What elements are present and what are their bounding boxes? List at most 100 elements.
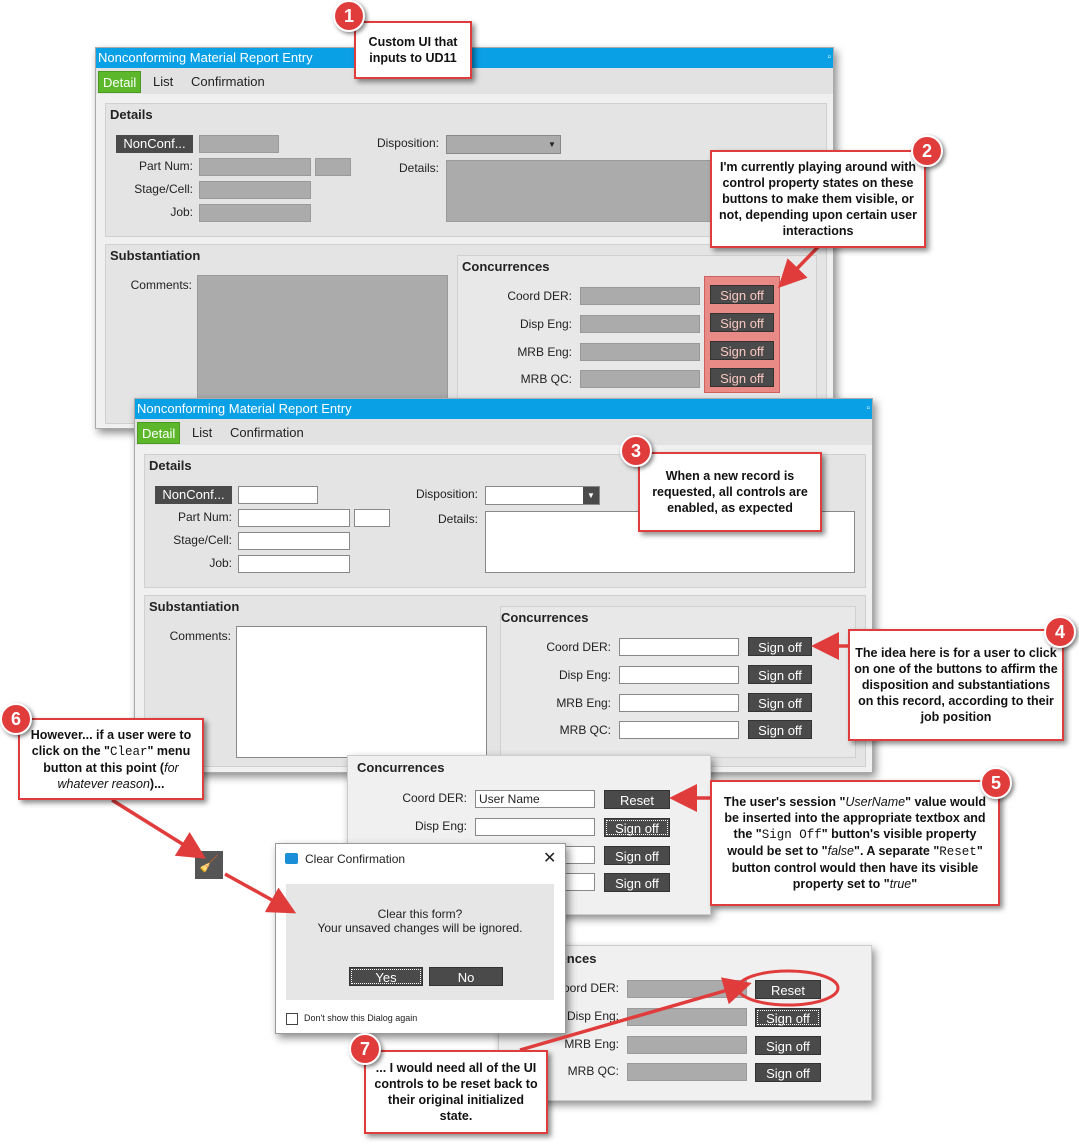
dialog-message-line2: Your unsaved changes will be ignored. (317, 921, 523, 935)
callout-5-part: UserName (845, 795, 906, 809)
title-text: Nonconforming Material Report Entry (137, 401, 352, 416)
substantiation-label: Substantiation (110, 248, 201, 263)
sign-off-button[interactable]: Sign off (748, 665, 812, 684)
comments-textarea[interactable] (197, 275, 448, 421)
pin-icon[interactable]: ▫ (866, 403, 870, 414)
stage-field[interactable] (238, 532, 350, 550)
job-field[interactable] (199, 204, 311, 222)
mrb-eng-field[interactable] (627, 1036, 747, 1054)
callout-6-part: However... if a user were to click on th… (30, 727, 192, 758)
callout-5-part: ". A separate " (854, 844, 940, 858)
sign-off-button[interactable]: Sign off (755, 1008, 821, 1027)
highlight-ellipse (736, 969, 840, 1007)
callout-6: However... if a user were to click on th… (18, 718, 204, 800)
callout-5-part: " button's visible property would be set… (727, 827, 977, 858)
stage-field[interactable] (199, 181, 311, 199)
tab-confirmation[interactable]: Confirmation (191, 74, 265, 89)
sign-off-button[interactable]: Sign off (755, 1036, 821, 1055)
mrb-qc-label: MRB QC: (520, 372, 572, 386)
yes-button[interactable]: Yes (349, 967, 423, 986)
part-rev-field[interactable] (315, 158, 351, 176)
part-num-field[interactable] (199, 158, 311, 176)
dropdown-arrow-icon: ▼ (583, 487, 599, 504)
sign-off-button[interactable]: Sign off (748, 693, 812, 712)
disposition-dropdown[interactable]: ▼ (446, 135, 561, 154)
concurrences-group: Concurrences Coord DER: Disp Eng: MRB En… (457, 255, 817, 421)
callout-5-part: The user's session " (723, 795, 846, 809)
sign-off-button[interactable]: Sign off (748, 720, 812, 739)
sign-off-button[interactable]: Sign off (604, 873, 670, 892)
job-field[interactable] (238, 555, 350, 573)
callout-6-part: )... (149, 776, 165, 791)
window-disabled-state: Nonconforming Material Report Entry ▫ Det… (95, 47, 834, 429)
sign-off-button[interactable]: Sign off (710, 341, 774, 360)
coord-der-field[interactable] (627, 980, 747, 998)
callout-4-text: The idea here is for a user to click on … (854, 646, 1058, 724)
dialog-body: Clear this form? Your unsaved changes wi… (286, 884, 554, 1000)
tab-detail[interactable]: Detail (137, 422, 181, 444)
close-icon[interactable]: ✕ (543, 850, 557, 867)
details-group: Details NonConf... Part Num: Stage/Cell:… (105, 103, 827, 237)
sign-off-button[interactable]: Sign off (710, 313, 774, 332)
no-button[interactable]: No (429, 967, 503, 986)
pin-icon[interactable]: ▫ (827, 52, 831, 63)
sign-off-button[interactable]: Sign off (710, 285, 774, 304)
disp-eng-label: Disp Eng: (558, 668, 611, 682)
details-label: Details: (398, 161, 439, 175)
callout-7-text: ... I would need all of the UI controls … (374, 1061, 538, 1123)
comments-label: Comments: (130, 278, 192, 292)
callout-6-text: However... if a user were to click on th… (24, 727, 198, 792)
coord-der-label: Coord DER: (402, 791, 467, 805)
disp-eng-field[interactable] (580, 315, 700, 333)
part-num-field[interactable] (238, 509, 350, 527)
callout-5-text: The user's session "UserName" value woul… (716, 794, 994, 892)
part-rev-field[interactable] (354, 509, 390, 527)
dont-show-checkbox[interactable] (286, 1013, 298, 1025)
sign-off-button[interactable]: Sign off (604, 818, 670, 837)
mrb-eng-label: MRB Eng: (556, 696, 611, 710)
tab-confirmation[interactable]: Confirmation (230, 425, 304, 440)
nonconf-button[interactable]: NonConf... (155, 486, 232, 504)
nonconf-field[interactable] (238, 486, 318, 504)
sign-off-button[interactable]: Sign off (710, 368, 774, 387)
callout-5-part: false (827, 844, 855, 858)
reset-button[interactable]: Reset (604, 790, 670, 809)
dialog-message-line1: Clear this form? (377, 907, 463, 921)
tab-detail[interactable]: Detail (98, 71, 142, 93)
callout-5-part: " (911, 877, 918, 891)
mrb-eng-label: MRB Eng: (564, 1037, 619, 1051)
broom-icon[interactable]: 🧹 (195, 851, 223, 879)
callout-1-number: 1 (333, 0, 365, 32)
callout-7: ... I would need all of the UI controls … (364, 1050, 548, 1134)
tab-list[interactable]: List (153, 74, 174, 89)
disp-eng-field[interactable] (619, 666, 739, 684)
sign-off-button[interactable]: Sign off (604, 846, 670, 865)
mrb-eng-field[interactable] (580, 343, 700, 361)
mrb-qc-label: MRB QC: (559, 723, 611, 737)
details-textarea[interactable] (446, 160, 716, 222)
comments-textarea[interactable] (236, 626, 487, 758)
coord-der-field[interactable] (619, 638, 739, 656)
disposition-dropdown[interactable]: ▼ (485, 486, 600, 505)
nonconf-field[interactable] (199, 135, 279, 153)
coord-der-field[interactable] (580, 287, 700, 305)
window-title: Nonconforming Material Report Entry ▫ (135, 399, 872, 419)
concurrences-label: Concurrences (501, 610, 589, 625)
disp-eng-field[interactable] (627, 1008, 747, 1026)
mrb-qc-field[interactable] (627, 1063, 747, 1081)
sign-off-button[interactable]: Sign off (748, 637, 812, 656)
disp-eng-field[interactable] (475, 818, 595, 836)
nonconf-button[interactable]: NonConf... (116, 135, 193, 153)
tab-list[interactable]: List (192, 425, 213, 440)
mrb-qc-field[interactable] (619, 721, 739, 739)
mrb-eng-field[interactable] (619, 694, 739, 712)
dont-show-label: Don't show this Dialog again (304, 1013, 418, 1023)
details-group-label: Details (149, 458, 192, 473)
reset-button[interactable]: Reset (755, 980, 821, 999)
sign-off-button[interactable]: Sign off (755, 1063, 821, 1082)
mrb-qc-field[interactable] (580, 370, 700, 388)
coord-der-field[interactable]: User Name (475, 790, 595, 808)
clear-confirmation-dialog: Clear Confirmation ✕ Clear this form? Yo… (275, 843, 566, 1034)
callout-6-number: 6 (0, 703, 32, 735)
dropdown-arrow-icon: ▼ (548, 140, 556, 149)
